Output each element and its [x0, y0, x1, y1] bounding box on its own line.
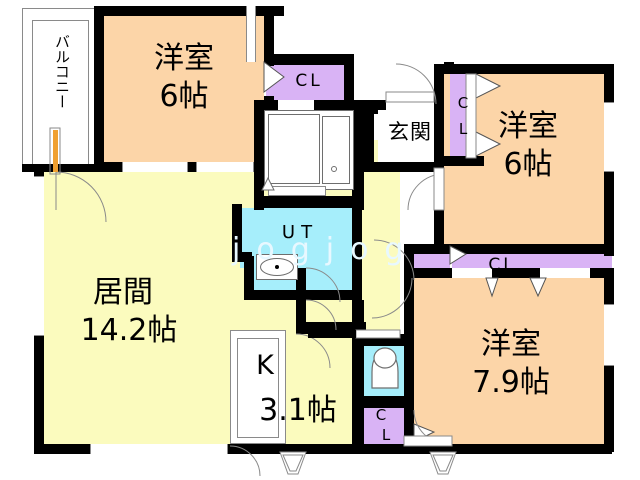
toilet-room-fill	[362, 344, 408, 396]
window-north-bed-bottom	[122, 162, 188, 172]
wall-cl-east-bottom	[412, 268, 612, 278]
wall-east-bed-right-1	[604, 64, 614, 104]
wall-east-bed-right-2	[604, 170, 614, 212]
wall-corridor-left	[296, 310, 306, 334]
kitchen-stove-burner	[331, 166, 337, 172]
wall-kitchen-block-bottom	[254, 196, 364, 208]
closet-toilet-fill	[364, 406, 408, 448]
wall-top-north	[94, 6, 284, 16]
window-living-left	[34, 176, 44, 336]
wall-hall-divider	[352, 300, 364, 334]
label-utility: UT	[281, 222, 319, 243]
window-cl-east-left	[452, 268, 492, 278]
label-bedroom-east: 洋室	[498, 109, 558, 144]
wash-basin-drain	[275, 265, 279, 269]
wall-right-north-bed	[264, 6, 274, 66]
kitchen-stove	[322, 116, 350, 184]
wall-east-bed-right-3	[604, 206, 614, 256]
label-bedroom-se: 洋室	[481, 327, 541, 362]
wall-kitchen-block-left	[254, 100, 264, 210]
label-kitchen: K	[256, 350, 274, 381]
window-north-bed-top	[246, 6, 256, 62]
label-closet-toilet-c: C	[375, 406, 387, 424]
window-east-bed-right	[604, 102, 614, 172]
label-bedroom-east-area: 6帖	[503, 147, 553, 182]
label-living-area: 14.2帖	[80, 313, 178, 348]
wall-east-bed-bottom	[412, 244, 614, 254]
kitchen-counter-front-lip	[268, 186, 326, 196]
wall-hall-divider-2	[296, 268, 306, 312]
refrigerator-inner	[237, 338, 279, 438]
wall-ut-right	[352, 204, 362, 300]
wall-toilet-top	[352, 334, 414, 346]
label-living: 居間	[93, 275, 153, 310]
room-entrance-fill	[378, 110, 440, 172]
label-kitchen-area: 3.1帖	[259, 393, 337, 428]
wall-east-bed-left	[434, 64, 444, 254]
wall-entrance-bottom	[364, 162, 444, 172]
window-cl-north-open	[278, 100, 314, 110]
label-bedroom-north-area: 6帖	[159, 79, 209, 114]
label-entrance: 玄関	[388, 120, 432, 144]
room-bedroom-north-fill	[104, 14, 264, 169]
label-balcony: バルコニー	[53, 34, 71, 109]
wall-east-notch	[444, 62, 454, 74]
wall-toilet-right	[404, 334, 414, 452]
wall-closet-north-top	[266, 56, 354, 65]
wall-se-bed-right-1	[604, 268, 614, 306]
floor-marker-dot	[356, 434, 363, 441]
wall-closet-north-right	[344, 56, 354, 110]
wall-toilet-left	[352, 334, 364, 452]
window-cl-east-right	[540, 268, 590, 278]
label-bedroom-north: 洋室	[154, 41, 214, 76]
window-north-bed-bottom-2	[196, 162, 254, 172]
kitchen-sink-basin	[268, 114, 320, 184]
kitchen-hood-line	[308, 330, 356, 338]
wall-ut-notch	[232, 252, 252, 262]
wall-se-bed-right-2	[604, 364, 614, 452]
wall-entrance-top	[364, 100, 386, 110]
wall-east-bed-top	[434, 64, 614, 74]
label-closet-east: CL	[488, 255, 516, 275]
label-closet-entrance-c: C	[457, 94, 469, 112]
wash-basin-bowl	[260, 258, 294, 276]
wall-toilet-bottom	[352, 396, 414, 408]
window-se-bed-right	[604, 304, 614, 366]
label-closet-north: CL	[295, 71, 323, 91]
wall-kitchen-block-right	[352, 100, 364, 210]
room-bedroom-se-fill	[412, 278, 612, 450]
wall-ut-left-upper	[232, 204, 242, 260]
wall-left-north-bed	[94, 6, 104, 172]
label-closet-toilet-l: L	[381, 426, 391, 444]
window-living-bottom	[90, 444, 228, 454]
label-bedroom-se-area: 7.9帖	[472, 365, 550, 400]
wall-balcony-bottom	[22, 164, 104, 172]
label-closet-entrance-l: L	[458, 120, 468, 138]
wall-ut-left-lower	[244, 256, 254, 300]
wall-entrance-left-2	[364, 100, 374, 172]
wall-cl-entrance-bottom	[444, 156, 484, 166]
wall-bottom-outer	[34, 444, 612, 454]
